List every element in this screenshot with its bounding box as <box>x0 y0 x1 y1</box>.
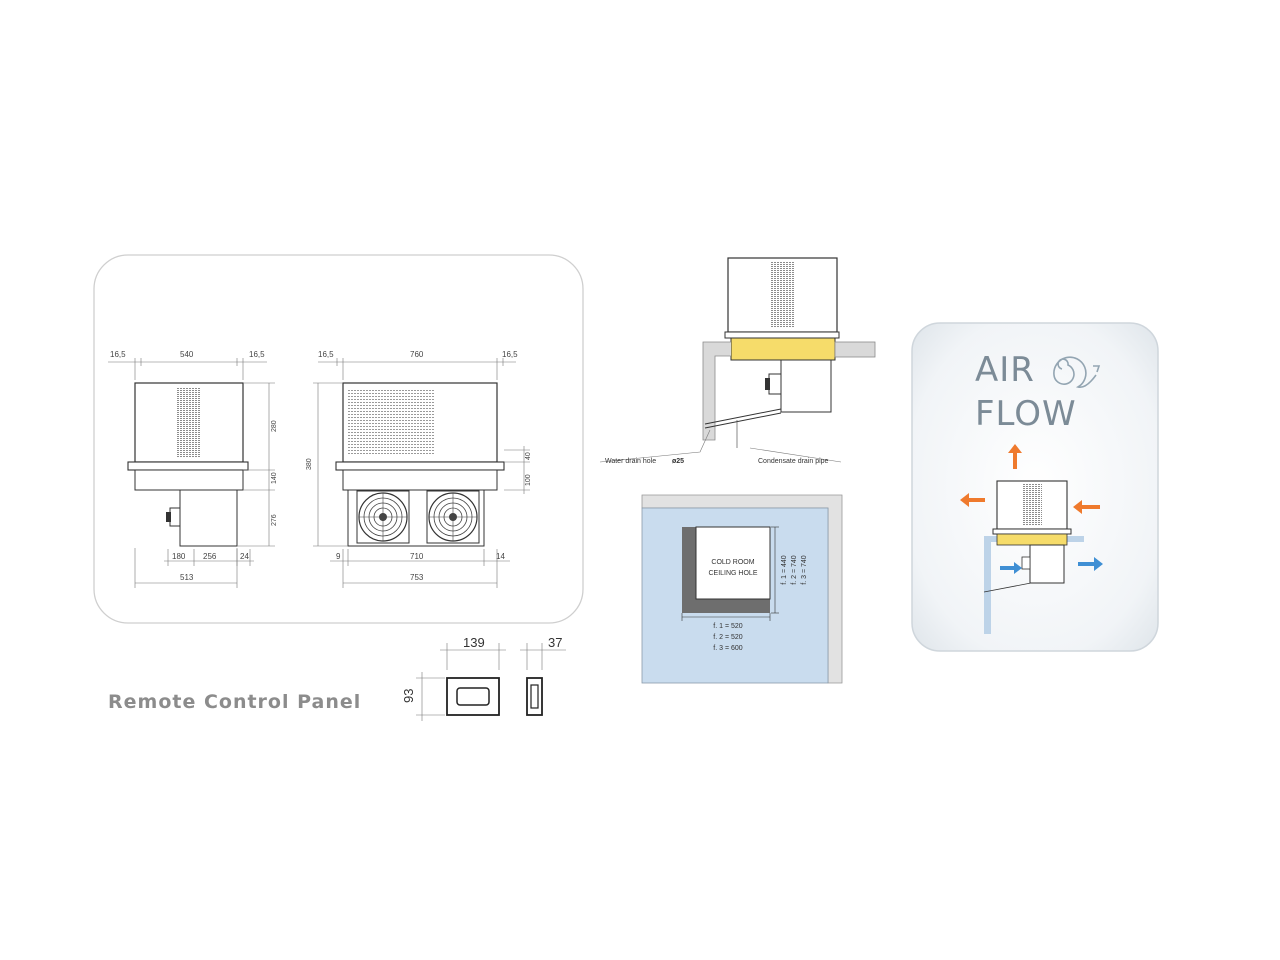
cold-air-out-arrow-icon <box>1078 557 1103 571</box>
remote-depth-dim: 37 <box>548 635 562 650</box>
front-dim-left-height: 380 <box>306 458 313 470</box>
water-drain-size: ø25 <box>672 458 684 465</box>
swirl-icon <box>1053 356 1101 389</box>
side-dim-bottom-1: 180 <box>172 552 186 561</box>
air-out-up-arrow-icon <box>1008 444 1022 469</box>
remote-width-dim: 139 <box>463 635 485 650</box>
front-dim-total-width: 753 <box>410 573 424 582</box>
front-dim-top-right: 16,5 <box>502 350 518 359</box>
remote-control-panel-label: Remote Control Panel <box>108 691 361 713</box>
ceiling-width-dim-2: f. 2 = 520 <box>713 634 742 641</box>
water-drain-label: Water drain hole <box>605 458 656 465</box>
side-dim-top-center: 540 <box>180 350 194 359</box>
ceiling-width-dim-3: f. 3 = 600 <box>713 645 742 652</box>
front-dim-bottom-2: 710 <box>410 552 424 561</box>
fan-right-icon <box>426 490 480 544</box>
side-dim-total-width: 513 <box>180 573 194 582</box>
side-dim-right-2: 140 <box>271 472 278 484</box>
ceiling-width-dim-1: f. 1 = 520 <box>713 623 742 630</box>
front-dim-right-1: 40 <box>525 452 532 460</box>
front-dim-top-center: 760 <box>410 350 424 359</box>
air-in-right-arrow-icon <box>1073 500 1100 514</box>
installation-section-drawing: Water drain hole ø25 Condensate drain pi… <box>599 257 876 465</box>
ceiling-hole-title-line1: COLD ROOM <box>711 559 754 566</box>
cold-air-in-arrow-icon <box>1000 562 1022 574</box>
front-dim-top-left: 16,5 <box>318 350 334 359</box>
front-dim-bottom-3: 14 <box>496 552 505 561</box>
side-dim-top-right: 16,5 <box>249 350 265 359</box>
air-out-left-arrow-icon <box>960 493 985 507</box>
side-dim-right-3: 276 <box>271 514 278 526</box>
air-flow-panel: AIR FLOW <box>911 322 1159 652</box>
condensate-pipe-label: Condensate drain pipe <box>758 458 829 465</box>
ceiling-height-dim-2: f. 2 = 740 <box>791 555 798 584</box>
side-dim-top-left: 16,5 <box>110 350 126 359</box>
front-dim-right-2: 100 <box>525 474 532 486</box>
unit-dimension-panel: 16,5 540 16,5 280 140 276 180 256 <box>93 254 584 624</box>
ceiling-hole-title-line2: CEILING HOLE <box>708 570 757 577</box>
air-flow-title-flow: FLOW <box>975 394 1077 434</box>
front-view-drawing: 16,5 760 16,5 <box>306 350 532 588</box>
front-dim-bottom-1: 9 <box>336 552 341 561</box>
remote-height-dim: 93 <box>401 689 416 703</box>
ceiling-height-dim-1: f. 1 = 440 <box>781 555 788 584</box>
fan-left-icon <box>356 490 410 544</box>
ceiling-height-dim-3: f. 3 = 740 <box>801 555 808 584</box>
side-dim-bottom-3: 24 <box>240 552 249 561</box>
side-view-drawing: 16,5 540 16,5 280 140 276 180 256 <box>108 350 278 588</box>
side-dim-bottom-2: 256 <box>203 552 217 561</box>
remote-control-panel-section: Remote Control Panel 139 93 37 <box>108 635 566 721</box>
side-dim-right-1: 280 <box>271 420 278 432</box>
ceiling-band-yellow <box>730 337 836 361</box>
air-flow-title-air: AIR <box>975 350 1035 390</box>
ceiling-hole-plan: COLD ROOM CEILING HOLE f. 1 = 520 f. 2 =… <box>641 494 843 684</box>
